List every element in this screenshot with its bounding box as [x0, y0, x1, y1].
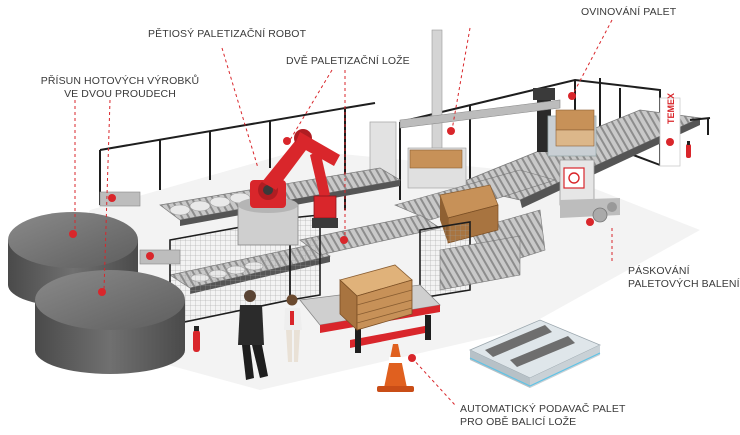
temex-logo: TEMEX — [659, 93, 681, 167]
leader-lines — [74, 19, 613, 406]
leader-dots — [283, 92, 594, 362]
leader-beds-1 — [289, 69, 333, 141]
label-robot: PĚTIOSÝ PALETIZAČNÍ ROBOT — [148, 28, 307, 40]
leader-feed-2 — [103, 99, 111, 291]
label-pallet-feeder: AUTOMATICKÝ PODAVAČ PALET PRO OBĚ BALICÍ… — [460, 403, 625, 429]
label-pallet-feeder-line2: PRO OBĚ BALICÍ LOŽE — [460, 416, 577, 428]
person-icon — [238, 290, 268, 380]
strapping-machine — [559, 159, 620, 223]
agv-icon — [469, 319, 601, 388]
label-strapping-line2: PALETOVÝCH BALENÍ — [628, 278, 740, 290]
label-palletizing-beds: DVĚ PALETIZAČNÍ LOŽE — [286, 55, 410, 67]
person-icon — [284, 294, 302, 362]
leader-robot — [221, 47, 259, 169]
traffic-cone-icon — [377, 344, 414, 392]
label-strapping-line1: PÁSKOVÁNÍ — [628, 265, 690, 277]
feed-mechanism — [99, 191, 181, 265]
hopper-tank-lower — [35, 270, 185, 374]
label-product-feed: PŘÍSUN HOTOVÝCH VÝROBKŮ VE DVOU PROUDECH — [40, 75, 200, 101]
robot-arm-icon — [237, 129, 340, 246]
leader-feeder — [411, 357, 456, 406]
overhead-gantry — [369, 29, 561, 189]
logo-text: TEMEX — [666, 93, 676, 124]
pallet-icon — [339, 264, 413, 331]
label-product-feed-line1: PŘÍSUN HOTOVÝCH VÝROBKŮ — [40, 75, 200, 87]
fire-extinguisher-icon — [686, 141, 691, 158]
label-product-feed-line2: VE DVOU PROUDECH — [64, 88, 176, 100]
fire-extinguisher-icon — [193, 326, 200, 352]
label-wrapping: OVINOVÁNÍ PALET — [581, 6, 677, 18]
leader-wrapping — [571, 19, 613, 97]
label-pallet-feeder-line1: AUTOMATICKÝ PODAVAČ PALET — [460, 403, 626, 415]
leader-wrapping-2 — [451, 27, 471, 131]
label-strapping: PÁSKOVÁNÍ PALETOVÝCH BALENÍ — [628, 265, 740, 291]
